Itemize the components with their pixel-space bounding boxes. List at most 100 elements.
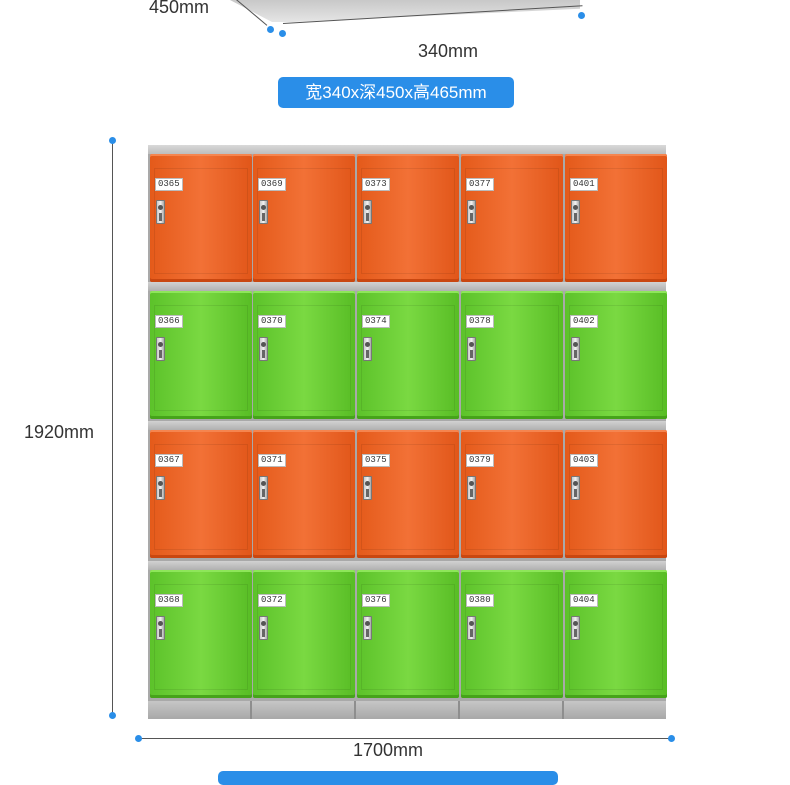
keyhole-icon	[573, 481, 578, 486]
lock-slot	[470, 213, 473, 221]
locker-door[interactable]: 0372	[253, 570, 355, 698]
keyhole-icon	[573, 621, 578, 626]
locker-door[interactable]: 0371	[253, 430, 355, 558]
lock-icon[interactable]	[259, 337, 268, 361]
keyhole-icon	[469, 621, 474, 626]
keyhole-icon	[261, 205, 266, 210]
locker-door[interactable]: 0404	[565, 570, 667, 698]
door-panel	[257, 584, 351, 690]
door-panel	[465, 168, 559, 274]
keyhole-icon	[158, 621, 163, 626]
lock-icon[interactable]	[156, 476, 165, 500]
locker-door[interactable]: 0377	[461, 154, 563, 282]
keyhole-icon	[158, 342, 163, 347]
door-panel	[569, 168, 663, 274]
lock-icon[interactable]	[363, 476, 372, 500]
locker-door[interactable]: 0370	[253, 291, 355, 419]
locker-door[interactable]: 0378	[461, 291, 563, 419]
keyhole-icon	[469, 205, 474, 210]
lock-slot	[574, 350, 577, 358]
cabinet-base	[148, 701, 666, 719]
keyhole-icon	[261, 342, 266, 347]
keyhole-icon	[158, 205, 163, 210]
lock-icon[interactable]	[259, 616, 268, 640]
lock-icon[interactable]	[571, 337, 580, 361]
locker-door[interactable]: 0367	[150, 430, 252, 558]
locker-unit-illustration	[230, 0, 580, 22]
keyhole-icon	[365, 205, 370, 210]
lock-icon[interactable]	[259, 200, 268, 224]
keyhole-icon	[573, 205, 578, 210]
lock-slot	[470, 489, 473, 497]
spec-banner: 宽340x深450x高465mm	[278, 77, 514, 108]
door-panel	[465, 444, 559, 550]
lock-slot	[470, 629, 473, 637]
lock-icon[interactable]	[571, 200, 580, 224]
lock-icon[interactable]	[467, 337, 476, 361]
lock-slot	[262, 213, 265, 221]
locker-door[interactable]: 0373	[357, 154, 459, 282]
lock-icon[interactable]	[363, 200, 372, 224]
lock-slot	[366, 629, 369, 637]
locker-door[interactable]: 0379	[461, 430, 563, 558]
locker-door[interactable]: 0403	[565, 430, 667, 558]
door-panel	[361, 305, 455, 411]
locker-door[interactable]: 0365	[150, 154, 252, 282]
lock-icon[interactable]	[467, 200, 476, 224]
base-divider	[562, 701, 564, 719]
door-panel	[154, 305, 248, 411]
locker-door[interactable]: 0374	[357, 291, 459, 419]
base-divider	[458, 701, 460, 719]
locker-number-tag: 0368	[155, 594, 183, 607]
locker-door[interactable]: 0380	[461, 570, 563, 698]
lock-slot	[574, 629, 577, 637]
door-panel	[257, 305, 351, 411]
locker-number-tag: 0365	[155, 178, 183, 191]
keyhole-icon	[261, 621, 266, 626]
locker-door[interactable]: 0401	[565, 154, 667, 282]
locker-door[interactable]: 0368	[150, 570, 252, 698]
locker-door[interactable]: 0366	[150, 291, 252, 419]
depth-dimension-endpoint	[267, 26, 274, 33]
door-panel	[569, 305, 663, 411]
lock-icon[interactable]	[259, 476, 268, 500]
locker-number-tag: 0375	[362, 454, 390, 467]
depth-dimension-label: 450mm	[149, 0, 210, 17]
lock-icon[interactable]	[571, 616, 580, 640]
door-panel	[361, 444, 455, 550]
locker-number-tag: 0378	[466, 315, 494, 328]
base-divider	[354, 701, 356, 719]
lock-icon[interactable]	[467, 616, 476, 640]
locker-number-tag: 0366	[155, 315, 183, 328]
height-dimension-line	[112, 141, 113, 716]
width-dimension-start	[279, 30, 286, 37]
locker-number-tag: 0401	[570, 178, 598, 191]
keyhole-icon	[261, 481, 266, 486]
locker-door[interactable]: 0369	[253, 154, 355, 282]
locker-door[interactable]: 0402	[565, 291, 667, 419]
lock-icon[interactable]	[156, 200, 165, 224]
locker-door[interactable]: 0376	[357, 570, 459, 698]
door-panel	[154, 444, 248, 550]
lock-icon[interactable]	[156, 337, 165, 361]
locker-number-tag: 0376	[362, 594, 390, 607]
locker-door[interactable]: 0375	[357, 430, 459, 558]
total-width-end	[668, 735, 675, 742]
lock-icon[interactable]	[571, 476, 580, 500]
keyhole-icon	[158, 481, 163, 486]
door-panel	[257, 444, 351, 550]
lock-icon[interactable]	[363, 616, 372, 640]
locker-number-tag: 0380	[466, 594, 494, 607]
locker-number-tag: 0374	[362, 315, 390, 328]
total-width-start	[135, 735, 142, 742]
cabinet-top-cap	[148, 145, 666, 154]
width-dimension-label: 340mm	[418, 41, 479, 61]
height-dimension-label: 1920mm	[24, 422, 95, 442]
keyhole-icon	[365, 481, 370, 486]
lock-icon[interactable]	[467, 476, 476, 500]
lock-slot	[366, 350, 369, 358]
door-panel	[154, 584, 248, 690]
lock-icon[interactable]	[156, 616, 165, 640]
lock-icon[interactable]	[363, 337, 372, 361]
door-panel	[361, 168, 455, 274]
